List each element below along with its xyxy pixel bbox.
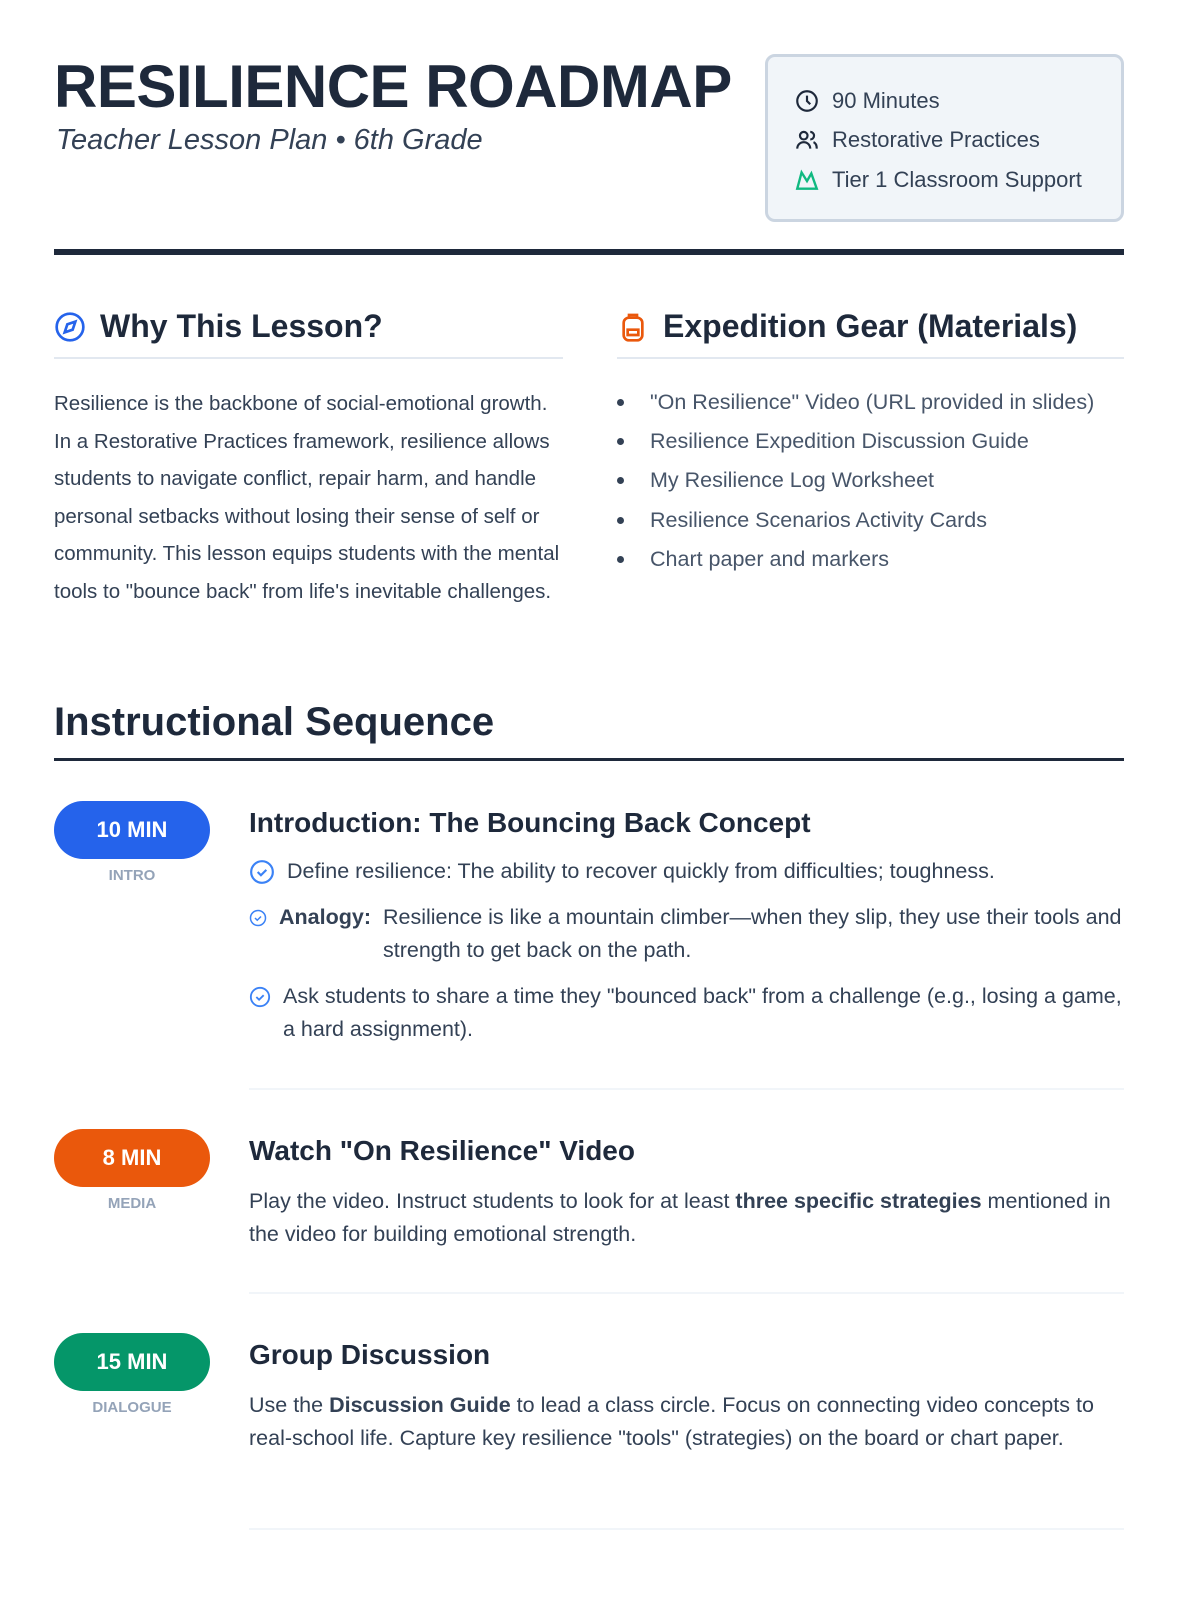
why-section: Why This Lesson? Resilience is the backb… xyxy=(54,308,563,610)
list-item: "On Resilience" Video (URL provided in s… xyxy=(617,383,1124,422)
materials-list: "On Resilience" Video (URL provided in s… xyxy=(617,383,1124,579)
lesson-info-box: 90 Minutes Restorative Practices Tier 1 … xyxy=(765,54,1124,222)
check-circle-icon xyxy=(250,860,274,884)
step-description: Play the video. Instruct students to loo… xyxy=(249,1189,1111,1246)
list-item: Chart paper and markers xyxy=(617,540,1124,579)
tier-text: Tier 1 Classroom Support xyxy=(832,166,1082,192)
gear-section: Expedition Gear (Materials) "On Resilien… xyxy=(617,308,1124,579)
framework-text: Restorative Practices xyxy=(832,127,1040,153)
clock-icon xyxy=(796,89,818,112)
bullet: Analogy: Resilience is like a mountain c… xyxy=(249,901,1124,967)
step-title: Group Discussion xyxy=(249,1339,491,1370)
compass-icon xyxy=(55,311,85,342)
sequence-heading: Instructional Sequence xyxy=(54,700,495,744)
page-title: RESILIENCE ROADMAP xyxy=(54,53,732,120)
bullet: Define resilience: The ability to recove… xyxy=(249,855,1124,888)
time-badge: 15 MIN xyxy=(54,1333,210,1391)
bullet: Ask students to share a time they "bounc… xyxy=(249,980,1124,1046)
step-title: Watch "On Resilience" Video xyxy=(249,1135,635,1166)
step-divider xyxy=(249,1528,1124,1530)
users-icon xyxy=(796,131,818,150)
backpack-icon xyxy=(622,313,644,342)
step-description: Use the Discussion Guide to lead a class… xyxy=(249,1393,1094,1450)
why-heading-text: Why This Lesson? xyxy=(100,308,383,344)
list-item: My Resilience Log Worksheet xyxy=(617,461,1124,500)
step-tag: MEDIA xyxy=(107,1195,157,1212)
step-divider xyxy=(249,1292,1124,1294)
gear-heading: Expedition Gear (Materials) xyxy=(617,308,1124,359)
duration-text: 90 Minutes xyxy=(832,87,940,113)
time-badge: 10 MIN xyxy=(54,801,210,859)
header-divider xyxy=(54,249,1124,255)
why-body: Resilience is the backbone of social-emo… xyxy=(54,392,560,603)
info-tier: Tier 1 Classroom Support xyxy=(794,160,1121,200)
check-circle-icon xyxy=(249,909,267,927)
check-circle-icon xyxy=(249,986,271,1008)
time-badge: 8 MIN xyxy=(54,1129,210,1187)
mountain-icon xyxy=(795,169,819,190)
list-item: Resilience Expedition Discussion Guide xyxy=(617,422,1124,461)
step-title: Introduction: The Bouncing Back Concept xyxy=(249,807,811,838)
list-item: Resilience Scenarios Activity Cards xyxy=(617,501,1124,540)
info-duration: 90 Minutes xyxy=(794,81,1121,121)
page-subtitle: Teacher Lesson Plan • 6th Grade xyxy=(56,124,483,156)
step-divider xyxy=(249,1088,1124,1090)
step-tag: INTRO xyxy=(108,867,156,884)
info-framework: Restorative Practices xyxy=(794,121,1121,161)
why-heading: Why This Lesson? xyxy=(54,308,563,359)
step-tag: DIALOGUE xyxy=(92,1399,172,1416)
sequence-divider xyxy=(54,758,1124,761)
gear-heading-text: Expedition Gear (Materials) xyxy=(663,308,1078,344)
